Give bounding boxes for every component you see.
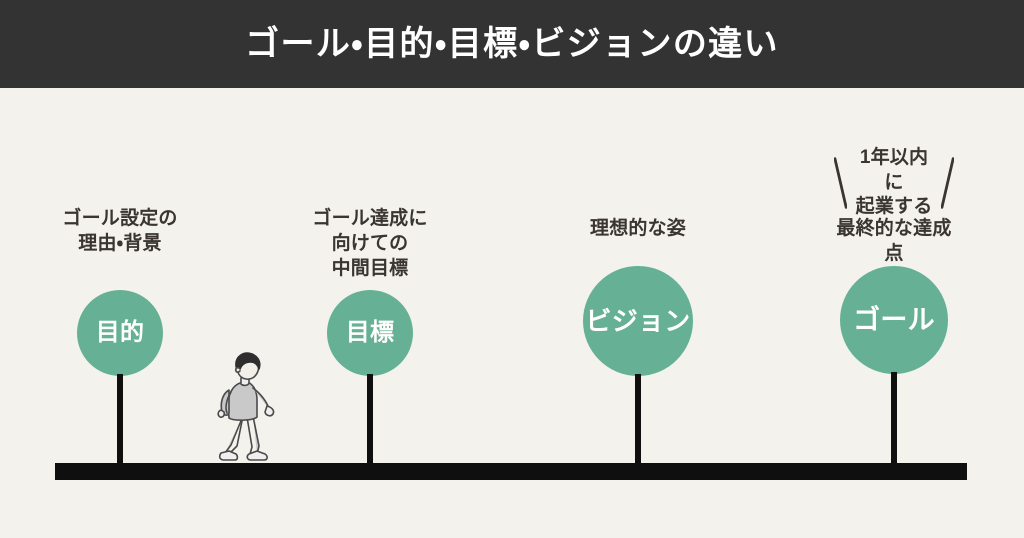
header-bar: ゴール・目的・目標・ビジョンの違い	[0, 0, 1024, 88]
node-caption: ゴール達成に向けての 中間目標	[312, 208, 428, 280]
node-circle[interactable]: ビジョン	[583, 266, 693, 376]
node-caption: ゴール設定の 理由・背景	[62, 208, 178, 255]
node-stem	[891, 372, 897, 465]
node-circle-label: 目的	[95, 319, 145, 346]
node-goal[interactable]: 1年以内に 起業する 最終的な達成点 ゴール	[774, 88, 1014, 480]
node-objective[interactable]: ゴール達成に向けての 中間目標 目標	[250, 88, 490, 480]
ground-bar	[55, 463, 967, 480]
walking-person-icon	[217, 352, 275, 461]
node-stem	[367, 374, 373, 465]
node-caption: 理想的な姿	[590, 218, 686, 239]
node-circle-label: 目標	[345, 319, 395, 346]
emphasis-slash-right-icon	[940, 157, 955, 209]
node-stem	[635, 374, 641, 465]
emphasis-callout: 1年以内に 起業する	[834, 146, 955, 220]
node-caption: 最終的な達成点	[836, 218, 952, 265]
node-circle[interactable]: 目標	[327, 290, 413, 376]
node-vision[interactable]: 理想的な姿 ビジョン	[518, 88, 758, 480]
node-circle-label: ビジョン	[585, 306, 691, 336]
emphasis-text: 1年以内に 起業する	[855, 147, 933, 218]
node-circle[interactable]: ゴール	[840, 266, 948, 374]
node-stem	[117, 374, 123, 465]
node-purpose[interactable]: ゴール設定の 理由・背景 目的	[0, 88, 240, 480]
node-circle[interactable]: 目的	[77, 290, 163, 376]
emphasis-slash-left-icon	[834, 157, 848, 209]
node-circle-label: ゴール	[853, 304, 935, 335]
diagram-stage: ゴール設定の 理由・背景 目的 ゴール達成に向けての 中間目標 目標 理想的な姿…	[0, 88, 1024, 538]
page-title: ゴール・目的・目標・ビジョンの違い	[245, 25, 779, 63]
